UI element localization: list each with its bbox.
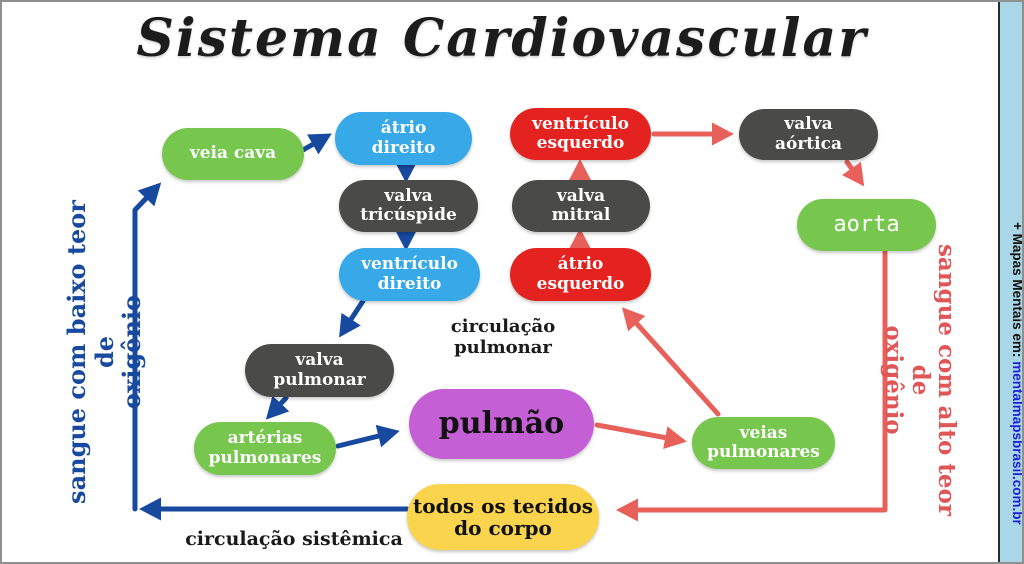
- arrow-arteriaspulmonares-pulmao: [335, 424, 400, 449]
- label-sangue-alto-teor-oxigenio: sangue com alto teor de oxigênio: [880, 243, 960, 517]
- arrow-left-veiacava: [132, 182, 162, 512]
- arrow-valvapulmonar-arteriaspulmonares: [265, 395, 290, 420]
- label-circulacao-pulmonar: circulação pulmonar: [450, 316, 556, 358]
- node-valva-aortica: valva aórtica: [739, 109, 878, 160]
- watermark-text: + Mapas Mentais em: mentalmapsbrasil.com…: [1003, 222, 1024, 525]
- page-title: Sistema Cardiovascular: [136, 8, 868, 69]
- label-circulacao-sistemica: circulação sistêmica: [185, 528, 403, 550]
- watermark-link: mentalmapsbrasil.com.br: [1010, 361, 1024, 525]
- node-ventriculo-esquerdo: ventrículo esquerdo: [510, 108, 651, 160]
- node-pulmao: pulmão: [409, 389, 594, 459]
- node-valva-pulmonar: valva pulmonar: [245, 344, 394, 397]
- node-arterias-pulmonares: artérias pulmonares: [194, 422, 336, 475]
- node-todos-os-tecidos: todos os tecidos do corpo: [407, 484, 599, 550]
- arrow-aorta-tecidos: [615, 249, 888, 522]
- arrow-ventriculodireito-valvapulmonar: [339, 298, 366, 338]
- node-ventriculo-direito: ventrículo direito: [339, 248, 480, 301]
- watermark-sidebar: [998, 2, 1022, 562]
- node-valva-tricuspide: valva tricúspide: [339, 180, 478, 232]
- node-atrio-esquerdo: átrio esquerdo: [510, 248, 651, 301]
- arrow-pulmao-veiaspulmonares: [594, 422, 687, 449]
- node-atrio-direito: átrio direito: [335, 112, 472, 165]
- arrow-valvaaortica-aorta: [842, 159, 865, 187]
- watermark-prefix: + Mapas Mentais em:: [1010, 222, 1024, 362]
- node-veias-pulmonares: veias pulmonares: [692, 417, 835, 469]
- node-veia-cava: veia cava: [162, 128, 304, 180]
- arrow-veiacava-atriodireito: [300, 133, 332, 155]
- arrow-veiaspulmonares-atrioesquerdo: [621, 307, 721, 417]
- node-aorta: aorta: [797, 199, 936, 251]
- label-sangue-baixo-teor-oxigenio: sangue com baixo teor de oxigênio: [62, 200, 147, 504]
- node-valva-mitral: valva mitral: [512, 180, 650, 232]
